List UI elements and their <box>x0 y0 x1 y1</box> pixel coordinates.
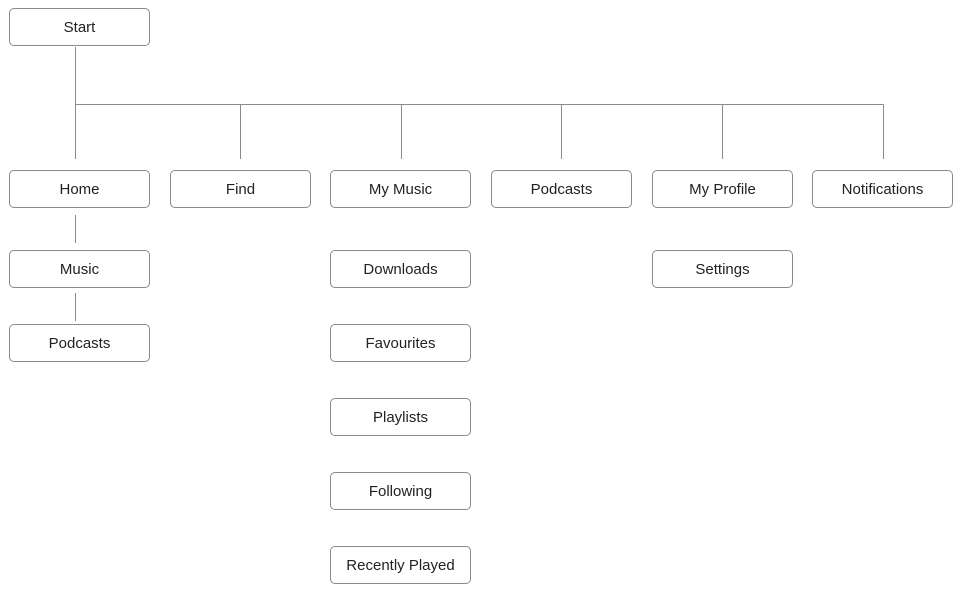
node-settings: Settings <box>652 250 793 288</box>
node-find-label: Find <box>225 180 256 198</box>
node-my-profile-label: My Profile <box>689 180 756 198</box>
node-settings-label: Settings <box>695 260 750 278</box>
node-recently-played: Recently Played <box>330 546 471 584</box>
node-home-podcasts-label: Podcasts <box>48 334 111 352</box>
node-home: Home <box>9 170 150 208</box>
node-notifications-label: Notifications <box>841 180 924 198</box>
node-home-label: Home <box>59 180 100 198</box>
node-home-music: Music <box>9 250 150 288</box>
node-following-label: Following <box>368 482 433 500</box>
node-downloads-label: Downloads <box>363 260 438 278</box>
node-start: Start <box>9 8 150 46</box>
node-following: Following <box>330 472 471 510</box>
node-home-podcasts: Podcasts <box>9 324 150 362</box>
node-favourites: Favourites <box>330 324 471 362</box>
node-start-label: Start <box>63 18 96 36</box>
node-my-music: My Music <box>330 170 471 208</box>
node-playlists: Playlists <box>330 398 471 436</box>
node-my-profile: My Profile <box>652 170 793 208</box>
node-podcasts: Podcasts <box>491 170 632 208</box>
node-podcasts-label: Podcasts <box>530 180 593 198</box>
node-find: Find <box>170 170 311 208</box>
node-home-music-label: Music <box>59 260 100 278</box>
node-recently-played-label: Recently Played <box>346 556 455 574</box>
node-playlists-label: Playlists <box>372 408 428 426</box>
node-my-music-label: My Music <box>368 180 433 198</box>
node-favourites-label: Favourites <box>365 334 436 352</box>
node-downloads: Downloads <box>330 250 471 288</box>
node-notifications: Notifications <box>812 170 953 208</box>
